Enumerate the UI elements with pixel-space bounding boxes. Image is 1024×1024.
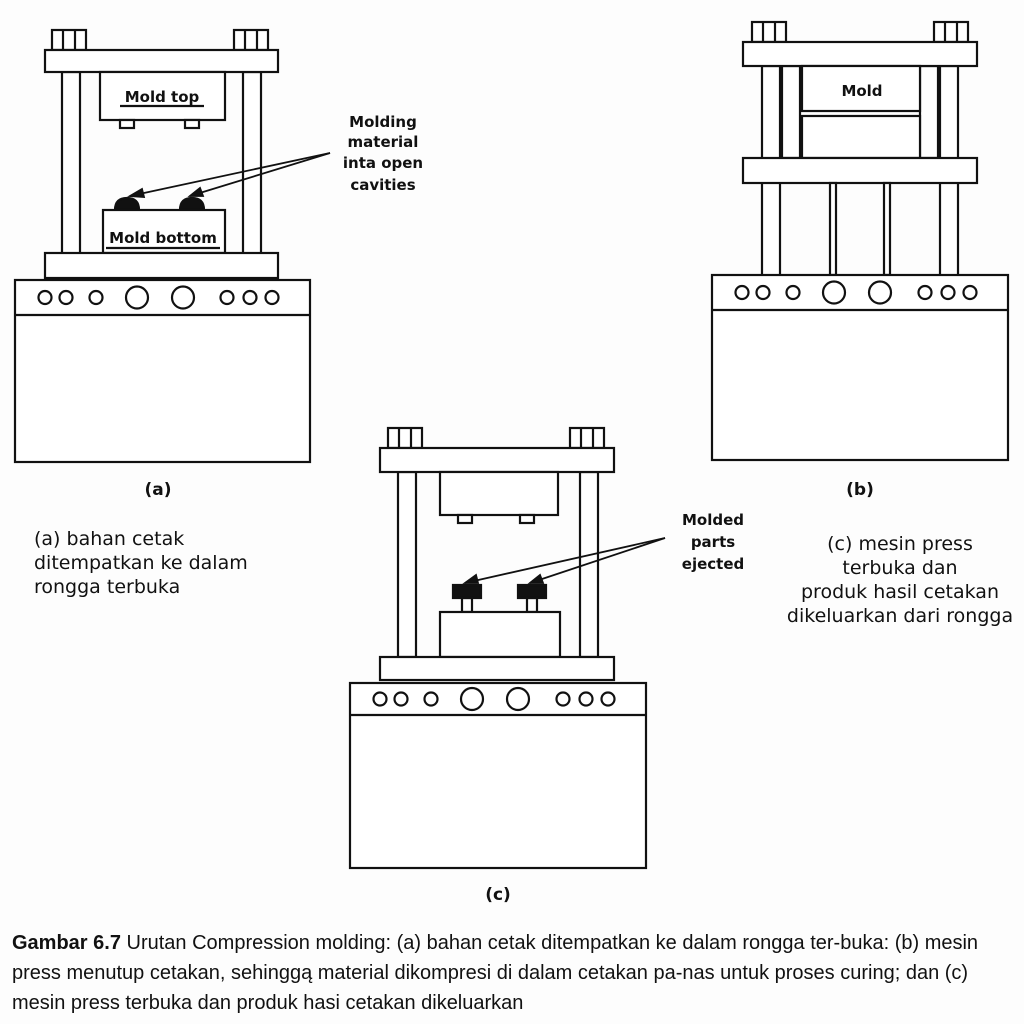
ram-rod (882, 181, 892, 277)
caption-title: Gambar 6.7 (12, 932, 121, 954)
mold-peg (456, 513, 474, 525)
caption-text: Urutan Compression molding: (a) bahan ce… (12, 932, 979, 1014)
description-line: dikeluarkan dari rongga (786, 605, 1014, 627)
callout-line: Molded (682, 511, 744, 529)
bottom-platen (378, 655, 616, 682)
mold-peg (118, 118, 136, 130)
mold-bottom (800, 114, 922, 160)
top-platen (378, 446, 616, 474)
bolt-icon (386, 426, 424, 450)
indicator-light (755, 284, 771, 301)
callout-line: Molding (349, 113, 417, 131)
indicator-light (37, 289, 53, 306)
bolt-icon (932, 20, 970, 44)
press-base (348, 681, 648, 870)
ejector-pin (460, 596, 474, 614)
callout-a-arrows (127, 152, 331, 198)
description-line: terbuka dan (842, 557, 958, 579)
description-a: (a) bahan cetak ditempatkan ke dalam ron… (34, 527, 248, 599)
indicator-light (58, 289, 74, 306)
callout-line: parts (691, 533, 735, 551)
molded-part (451, 583, 483, 600)
mold-bottom (101, 208, 227, 255)
press-base (13, 278, 312, 464)
control-dial (124, 285, 150, 310)
bolt-icon (568, 426, 606, 450)
indicator-light (264, 289, 280, 306)
molding-material (178, 196, 206, 212)
indicator-light (393, 691, 409, 707)
mold-top (800, 64, 922, 113)
control-dial (170, 285, 196, 310)
figure-label-a: (a) (144, 480, 171, 500)
mold-bottom (438, 610, 562, 659)
indicator-light (555, 691, 571, 707)
callout-c-arrows (462, 537, 666, 584)
indicator-light (962, 284, 978, 301)
figure-label-c: (c) (485, 885, 511, 905)
control-dial (459, 686, 485, 712)
column-inner (780, 64, 802, 160)
indicator-light (578, 691, 594, 707)
mold-peg (183, 118, 201, 130)
indicator-light (88, 289, 104, 306)
mold-top (438, 470, 560, 517)
bolt-icon (232, 28, 270, 52)
mold-top-label: Mold top (125, 88, 200, 106)
moving-platen (741, 156, 979, 185)
callout-a: Molding material inta open cavities (343, 113, 423, 194)
control-dial (505, 686, 531, 712)
callout-c: Molded parts ejected (682, 511, 744, 573)
bottom-platen (43, 251, 280, 280)
mold-label: Mold (841, 82, 882, 100)
callout-line: inta open (343, 154, 423, 172)
mold-top (98, 70, 227, 122)
callout-line: material (348, 133, 419, 151)
description-line: ditempatkan ke dalam (34, 552, 248, 574)
ram-rod (828, 181, 838, 277)
mold-peg (518, 513, 536, 525)
description-b: (c) mesin press terbuka dan produk hasil… (770, 532, 1024, 628)
press-c (348, 426, 648, 870)
column (241, 70, 263, 256)
column (60, 70, 82, 256)
indicator-light (423, 691, 439, 707)
press-a (13, 28, 312, 464)
description-line: (c) mesin press (827, 533, 973, 555)
molding-material (113, 196, 141, 212)
callout-line: ejected (682, 555, 744, 573)
indicator-light (600, 691, 616, 707)
top-platen (741, 40, 979, 68)
indicator-light (734, 284, 750, 301)
control-dial (821, 280, 847, 305)
press-base (710, 273, 1010, 462)
column (396, 470, 418, 659)
bolt-icon (750, 20, 788, 44)
column-inner (918, 64, 940, 160)
bolt-icon (50, 28, 88, 52)
ejector-pin (525, 596, 539, 614)
indicator-light (917, 284, 933, 301)
indicator-light (219, 289, 235, 306)
control-dial (867, 280, 893, 305)
mold-bottom-label: Mold bottom (109, 229, 217, 247)
top-platen (43, 48, 280, 74)
figure-caption: Gambar 6.7 Urutan Compression molding: (… (12, 928, 1012, 1018)
press-b (710, 20, 1010, 462)
figure-label-b: (b) (846, 480, 874, 500)
description-line: (a) bahan cetak (34, 528, 185, 550)
description-line: rongga terbuka (34, 576, 181, 598)
description-line: produk hasil cetakan (801, 581, 999, 603)
molded-part (516, 583, 548, 600)
indicator-light (242, 289, 258, 306)
callout-line: cavities (350, 176, 415, 194)
indicator-light (940, 284, 956, 301)
indicator-light (372, 691, 388, 707)
indicator-light (785, 284, 801, 301)
